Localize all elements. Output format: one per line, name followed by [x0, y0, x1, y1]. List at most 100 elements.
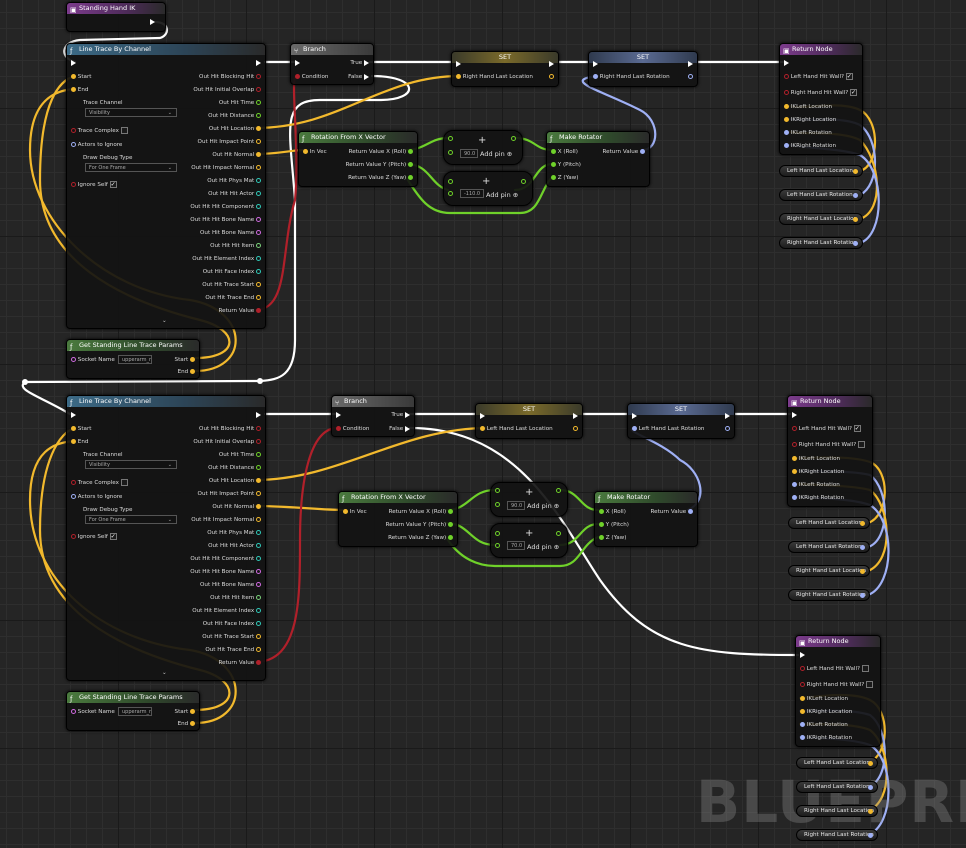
out-pin[interactable]: Out Hit Bone Name: [200, 229, 261, 237]
out-pin[interactable]: Out Hit Location: [209, 477, 261, 485]
exec-out-pin[interactable]: [549, 60, 554, 68]
trace-complex-checkbox[interactable]: [120, 479, 128, 486]
right-hit-pin[interactable]: Right Hand Hit Wall? ✓: [784, 89, 857, 97]
end-pin[interactable]: End: [71, 438, 88, 446]
out-pin[interactable]: Out Hit Initial Overlap: [193, 86, 261, 94]
left-hit-pin[interactable]: Left Hand Hit Wall? ✓: [784, 73, 853, 81]
out-pin[interactable]: Out Hit Hit Bone Name: [190, 568, 261, 576]
add-pin-button[interactable]: Add pin ⊕: [486, 191, 519, 199]
start-out-pin[interactable]: Start: [175, 708, 195, 716]
trace-complex-checkbox[interactable]: [120, 127, 128, 134]
add-value-input[interactable]: 90.0: [460, 149, 478, 158]
ignore-self-pin[interactable]: Ignore Self ✓: [71, 533, 117, 541]
out-pin[interactable]: Out Hit Time: [219, 451, 261, 459]
ik-right-rot-pin[interactable]: IKRight Rotation: [792, 494, 844, 502]
draw-debug-dropdown[interactable]: For One Frame⌄: [85, 515, 177, 524]
yaw-out-pin[interactable]: Return Value Z (Yaw): [348, 174, 413, 182]
out-pin[interactable]: Out Hit Hit Bone Name: [190, 216, 261, 224]
set-value-pin[interactable]: Left Hand Last Rotation: [632, 425, 704, 433]
event-node-standing-hand-ik[interactable]: ▣Standing Hand IK: [66, 2, 166, 32]
set-node-left-hand-rotation[interactable]: SET Left Hand Last Rotation: [627, 403, 735, 439]
add-in-a[interactable]: [495, 487, 500, 495]
out-pin[interactable]: Out Hit Hit Actor: [208, 542, 261, 550]
exec-out-pin[interactable]: [725, 412, 730, 420]
add-node-bottom-2[interactable]: 70.0 + Add pin ⊕: [490, 523, 568, 558]
out-pin[interactable]: Out Hit Hit Actor: [208, 190, 261, 198]
right-hit-checkbox[interactable]: [866, 681, 873, 688]
out-pin[interactable]: Out Hit Normal: [212, 503, 261, 511]
set-out-pin[interactable]: [573, 425, 578, 433]
var-left-hand-last-location[interactable]: Left Hand Last Location: [788, 517, 870, 529]
var-left-hand-last-rotation[interactable]: Left Hand Last Rotation: [779, 189, 863, 201]
add-value-input[interactable]: 70.0: [507, 541, 525, 550]
right-hit-checkbox[interactable]: [858, 441, 865, 448]
right-hit-pin[interactable]: Right Hand Hit Wall?: [792, 441, 865, 449]
out-pin[interactable]: Out Hit Hit Component: [190, 203, 261, 211]
out-pin[interactable]: Out Hit Trace End: [205, 646, 261, 654]
out-pin[interactable]: Out Hit Distance: [208, 464, 261, 472]
trace-complex-pin[interactable]: Trace Complex: [71, 479, 128, 487]
return-node-bottom[interactable]: ▣Return Node Left Hand Hit Wall? Right H…: [795, 635, 881, 747]
out-pin[interactable]: Out Hit Location: [209, 125, 261, 133]
exec-in-pin[interactable]: [593, 60, 598, 68]
actors-to-ignore-pin[interactable]: Actors to Ignore: [71, 493, 122, 501]
ik-left-loc-pin[interactable]: IKLeft Location: [792, 455, 840, 463]
add-out[interactable]: [556, 487, 561, 495]
false-pin[interactable]: False: [389, 425, 410, 433]
ignore-self-checkbox[interactable]: ✓: [109, 533, 117, 540]
set-node-right-hand-rotation[interactable]: SET Right Hand Last Rotation: [588, 51, 698, 87]
trace-channel-dropdown[interactable]: Visibility⌄: [85, 108, 177, 117]
exec-in-pin[interactable]: [632, 412, 637, 420]
yaw-in-pin[interactable]: Z (Yaw): [599, 534, 626, 542]
roll-in-pin[interactable]: X (Roll): [551, 148, 578, 156]
end-pin[interactable]: End: [71, 86, 88, 94]
exec-out-pin[interactable]: [573, 412, 578, 420]
set-out-pin[interactable]: [688, 73, 693, 81]
left-hit-pin[interactable]: Left Hand Hit Wall?: [800, 665, 869, 673]
out-pin[interactable]: Out Hit Face Index: [203, 620, 261, 628]
exec-in-pin[interactable]: [71, 59, 76, 67]
end-out-pin[interactable]: End: [178, 720, 195, 728]
ik-right-rot-pin[interactable]: IKRight Rotation: [784, 142, 836, 150]
in-vec-pin[interactable]: In Vec: [343, 508, 367, 516]
out-pin[interactable]: Out Hit Impact Point: [198, 138, 261, 146]
pitch-in-pin[interactable]: Y (Pitch): [599, 521, 629, 529]
ik-right-loc-pin[interactable]: IKRight Location: [784, 116, 836, 124]
out-pin[interactable]: Out Hit Blocking Hit: [199, 73, 261, 81]
branch-node-bottom[interactable]: ⑂Branch Condition True False: [331, 395, 415, 437]
ik-right-loc-pin[interactable]: IKRight Location: [800, 708, 852, 716]
left-hit-pin[interactable]: Left Hand Hit Wall? ✓: [792, 425, 861, 433]
return-value-pin[interactable]: Return Value: [603, 148, 645, 156]
out-pin[interactable]: Out Hit Impact Normal: [191, 164, 261, 172]
true-pin[interactable]: True: [391, 411, 410, 419]
exec-out-pin[interactable]: [150, 18, 155, 26]
var-left-hand-last-location[interactable]: Left Hand Last Location: [796, 757, 878, 769]
out-pin[interactable]: Out Hit Bone Name: [200, 581, 261, 589]
return-node-middle[interactable]: ▣Return Node Left Hand Hit Wall? ✓ Right…: [787, 395, 873, 507]
false-pin[interactable]: False: [348, 73, 369, 81]
out-pin[interactable]: Out Hit Face Index: [203, 268, 261, 276]
var-left-hand-last-location[interactable]: Left Hand Last Location: [779, 165, 863, 177]
add-value-input[interactable]: -110.0: [460, 189, 484, 198]
var-right-hand-last-rotation[interactable]: Right Hand Last Rotation: [788, 589, 870, 601]
right-hit-checkbox[interactable]: ✓: [850, 89, 857, 96]
out-pin[interactable]: Out Hit Initial Overlap: [193, 438, 261, 446]
out-pin[interactable]: Out Hit Hit Item: [210, 242, 261, 250]
exec-in-pin[interactable]: [71, 411, 76, 419]
in-vec-pin[interactable]: In Vec: [303, 148, 327, 156]
exec-in-pin[interactable]: [480, 412, 485, 420]
var-right-hand-last-rotation[interactable]: Right Hand Last Rotation: [779, 237, 863, 249]
add-in-a[interactable]: [448, 135, 453, 143]
actors-to-ignore-pin[interactable]: Actors to Ignore: [71, 141, 122, 149]
roll-out-pin[interactable]: Return Value X (Roll): [349, 148, 413, 156]
add-in-b[interactable]: [448, 190, 453, 198]
set-out-pin[interactable]: [725, 425, 730, 433]
out-pin[interactable]: Out Hit Element Index: [192, 255, 261, 263]
ik-left-loc-pin[interactable]: IKLeft Location: [784, 103, 832, 111]
end-out-pin[interactable]: End: [178, 368, 195, 376]
roll-out-pin[interactable]: Return Value X (Roll): [389, 508, 453, 516]
start-pin[interactable]: Start: [71, 73, 91, 81]
add-pin-button[interactable]: Add pin ⊕: [480, 150, 513, 158]
